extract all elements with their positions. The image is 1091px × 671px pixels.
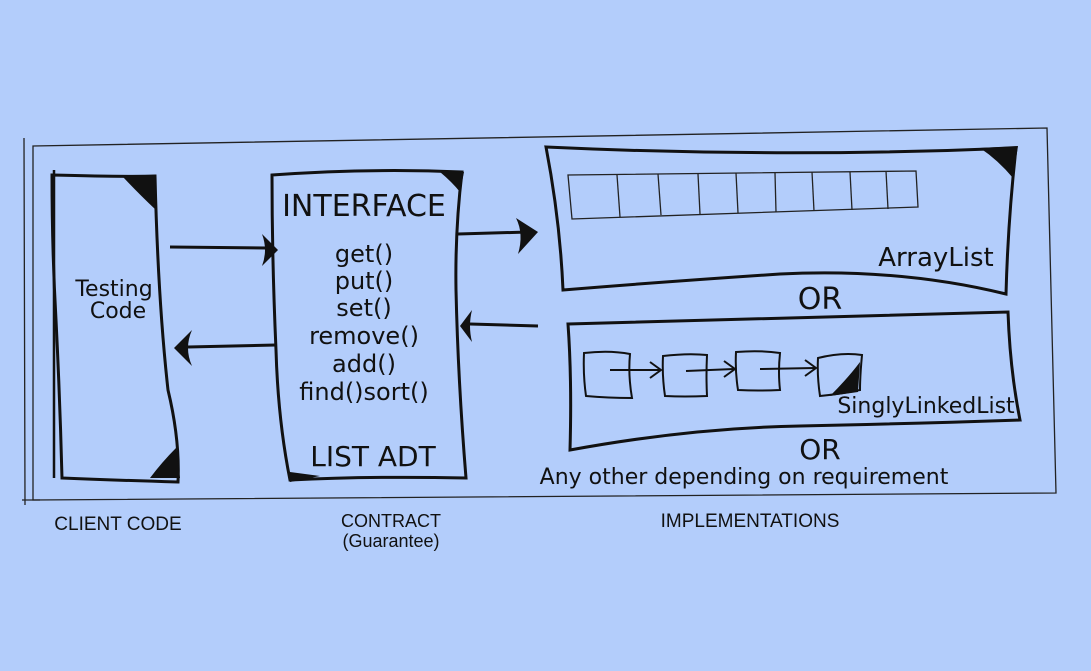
linked-node-1 bbox=[582, 350, 634, 400]
arrow-implementations-to-interface bbox=[460, 310, 539, 342]
arrow-interface-to-client bbox=[174, 330, 277, 366]
arraylist-label: ArrayList bbox=[878, 243, 993, 273]
linked-node-4 bbox=[816, 353, 864, 398]
method-set: set() bbox=[336, 294, 391, 322]
fold-corner bbox=[440, 172, 464, 192]
link-arrow-3 bbox=[759, 367, 816, 370]
array-cells bbox=[567, 170, 919, 220]
caption-client-code: CLIENT CODE bbox=[54, 514, 181, 535]
other-implementation-label: Any other depending on requirement bbox=[540, 465, 949, 490]
method-remove: remove() bbox=[309, 322, 419, 350]
interface-footer: LIST ADT bbox=[310, 440, 436, 473]
singly-linked-list-box: SinglyLinkedList bbox=[566, 310, 1022, 452]
caption-implementations: IMPLEMENTATIONS bbox=[661, 511, 840, 532]
client-box-text-line-1: Testing bbox=[74, 277, 152, 302]
arrow-interface-to-implementations bbox=[457, 218, 538, 254]
outer-frame-left-overlap bbox=[22, 137, 40, 506]
singly-linked-list-label: SinglyLinkedList bbox=[837, 394, 1015, 419]
caption-contract: CONTRACT bbox=[341, 511, 441, 531]
arraylist-box: ArrayList bbox=[544, 145, 1018, 296]
link-arrow-2 bbox=[685, 368, 735, 372]
fold-corner bbox=[123, 177, 156, 210]
client-box-text-line-2: Code bbox=[90, 299, 146, 324]
interface-title: INTERFACE bbox=[282, 189, 446, 224]
interface-box: INTERFACE get() put() set() remove() add… bbox=[270, 169, 468, 482]
fold-corner bbox=[150, 448, 180, 478]
outer-frame bbox=[32, 127, 1057, 501]
or-label-2: OR bbox=[799, 433, 841, 466]
fold-corner bbox=[980, 146, 1018, 178]
or-label-1: OR bbox=[798, 282, 842, 317]
caption-contract-guarantee: (Guarantee) bbox=[342, 531, 439, 551]
linked-node-4-fill bbox=[830, 362, 860, 396]
method-find-sort: find()sort() bbox=[299, 378, 428, 406]
method-add: add() bbox=[332, 350, 396, 378]
linked-node-2 bbox=[661, 353, 709, 398]
fold-corner bbox=[290, 472, 320, 482]
client-code-box: Testing Code bbox=[50, 170, 180, 484]
method-get: get() bbox=[335, 240, 393, 268]
method-put: put() bbox=[335, 267, 394, 295]
linked-node-3 bbox=[734, 350, 782, 392]
arrow-client-to-interface bbox=[169, 234, 278, 266]
